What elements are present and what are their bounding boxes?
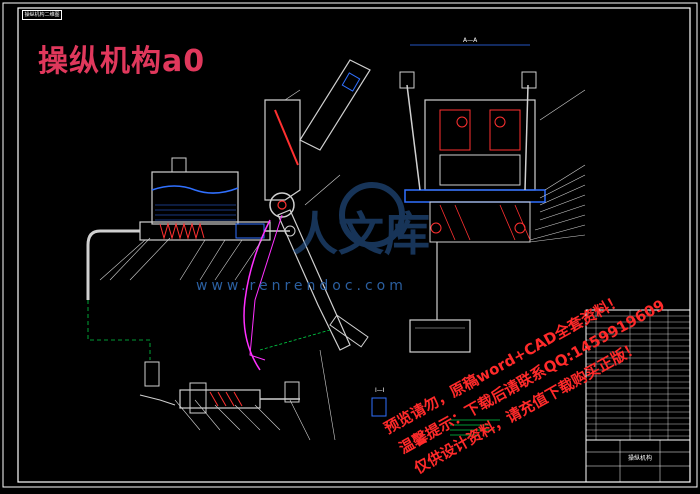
reservoir — [151, 171, 239, 225]
left-bushing — [439, 109, 471, 151]
pedal-bracket — [264, 99, 301, 201]
lower-hatch — [439, 204, 531, 241]
left-strut — [406, 84, 421, 191]
title-block: 操纵机构 — [585, 309, 691, 483]
drawing-title: 操纵机构a0 — [38, 44, 206, 79]
detail-label: I—I — [375, 387, 385, 394]
section-a-label: A—A — [463, 37, 478, 44]
pedal-pivot — [269, 192, 295, 218]
site-watermark: www.renrendoc.com — [196, 278, 407, 294]
reservoir-hatch — [155, 204, 236, 221]
shaft — [404, 189, 546, 203]
upper-lever — [299, 59, 371, 151]
pedal-arm — [277, 209, 351, 351]
pedal-pad — [329, 314, 369, 348]
slave-hatch — [209, 391, 243, 407]
housing-mid — [439, 154, 521, 186]
bolt-right — [494, 116, 506, 128]
right-strut — [524, 84, 529, 191]
detail-part — [371, 397, 387, 417]
right-bushing — [489, 109, 521, 151]
outer-frame — [2, 2, 698, 488]
pedal-plate — [409, 319, 471, 353]
slave-cylinder-body — [179, 389, 261, 409]
pedal-alt-position — [249, 214, 283, 361]
logo-text: 人文库 — [292, 207, 430, 261]
bolt-left — [456, 116, 468, 128]
title-block-name: 操纵机构 — [628, 454, 652, 462]
inner-frame — [17, 7, 691, 483]
detail-i-view: I—I — [371, 387, 387, 417]
slave-linkage — [139, 394, 176, 406]
fitting — [144, 361, 160, 387]
housing-lower — [429, 201, 531, 243]
pedal-stop — [284, 381, 300, 403]
cylinder-body — [139, 221, 271, 241]
drawing-number-stamp: 操纵机构二维图 — [22, 10, 62, 20]
title-block-frame — [585, 439, 691, 483]
pipe-centerline — [87, 300, 151, 360]
reservoir-cap — [171, 157, 187, 173]
lower-bolt-left — [430, 222, 442, 234]
lower-bolt-right — [514, 222, 526, 234]
section-view-a — [399, 44, 546, 353]
slave-cylinder-assembly — [139, 361, 300, 414]
watermark-logo: 人文库 — [292, 182, 430, 261]
housing-upper — [424, 99, 536, 191]
master-cylinder-assembly — [86, 157, 296, 360]
piston — [235, 223, 265, 239]
leader-lines — [99, 89, 586, 441]
cylinder-spring-hatch — [159, 222, 205, 240]
pivot-pin — [277, 200, 287, 210]
parts-list-rows — [586, 315, 690, 437]
logo-ring-icon — [339, 182, 405, 248]
slave-flange — [189, 382, 207, 414]
technical-notes — [450, 419, 500, 436]
hydraulic-pipe — [86, 229, 140, 300]
left-mount — [399, 71, 415, 89]
return-spring — [274, 109, 299, 166]
fluid-level-line — [151, 185, 239, 194]
stroke-line — [259, 329, 331, 351]
lever-slot — [341, 72, 361, 92]
right-mount — [521, 71, 537, 89]
